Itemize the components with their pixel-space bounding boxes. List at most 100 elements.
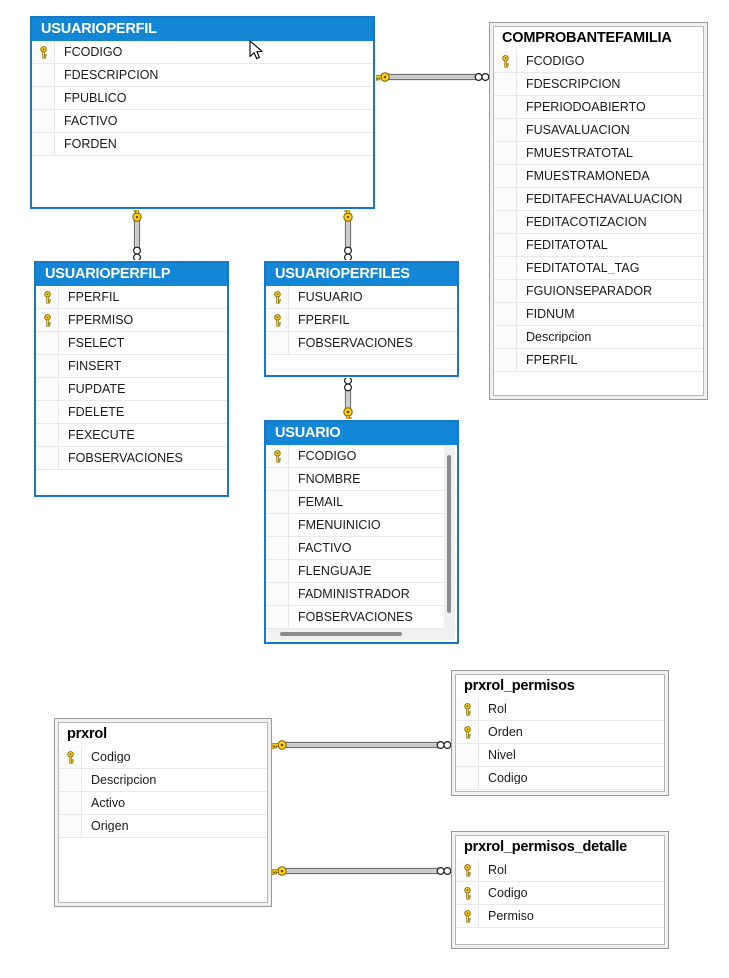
column-row[interactable]: FUSUARIO	[266, 286, 457, 309]
column-row[interactable]: FOBSERVACIONES	[266, 606, 457, 629]
key-cell	[494, 280, 517, 302]
key-cell	[266, 606, 289, 628]
table-header-usuario[interactable]: USUARIO	[266, 422, 457, 445]
column-row[interactable]: Rol	[456, 698, 664, 721]
column-row[interactable]: Nivel	[456, 744, 664, 767]
column-row[interactable]: Descripcion	[494, 326, 703, 349]
table-header-usuarioperfil[interactable]: USUARIOPERFIL	[32, 18, 373, 41]
column-row[interactable]: FMENUINICIO	[266, 514, 457, 537]
column-row[interactable]: FADMINISTRADOR	[266, 583, 457, 606]
column-row[interactable]: FEXECUTE	[36, 424, 227, 447]
key-cell	[494, 349, 517, 371]
column-row[interactable]: Origen	[59, 815, 267, 838]
column-name: FUPDATE	[68, 382, 126, 396]
key-cell	[494, 211, 517, 233]
column-row[interactable]: Permiso	[456, 905, 664, 928]
relationship-usuario-to-usuarioperfiles[interactable]	[326, 355, 370, 442]
key-cell	[59, 769, 82, 791]
key-cell	[266, 583, 289, 605]
table-header-prxrol_permisos_detalle[interactable]: prxrol_permisos_detalle	[456, 836, 664, 859]
primary-key-icon	[463, 886, 471, 900]
column-name: FLENGUAJE	[298, 564, 372, 578]
table-header-usuarioperfilp[interactable]: USUARIOPERFILP	[36, 263, 227, 286]
table-header-prxrol[interactable]: prxrol	[59, 723, 267, 746]
column-row[interactable]: FGUIONSEPARADOR	[494, 280, 703, 303]
primary-key-icon	[273, 449, 281, 463]
column-row[interactable]: FMUESTRAMONEDA	[494, 165, 703, 188]
vertical-scrollbar[interactable]	[444, 446, 455, 632]
key-cell	[456, 698, 479, 720]
column-row[interactable]: FEDITACOTIZACION	[494, 211, 703, 234]
column-row[interactable]: FEMAIL	[266, 491, 457, 514]
column-row[interactable]: FDESCRIPCION	[494, 73, 703, 96]
column-row[interactable]: Codigo	[59, 746, 267, 769]
relationship-prxrol-to-prxrol_permisos_detalle[interactable]	[252, 849, 473, 893]
column-row[interactable]: FSELECT	[36, 332, 227, 355]
column-row[interactable]: FEDITATOTAL_TAG	[494, 257, 703, 280]
horizontal-scrollbar[interactable]	[268, 629, 455, 640]
column-row[interactable]: FORDEN	[32, 133, 373, 156]
column-row[interactable]: FPERFIL	[494, 349, 703, 372]
column-row[interactable]: Orden	[456, 721, 664, 744]
key-cell	[36, 424, 59, 446]
column-row[interactable]: FPERFIL	[36, 286, 227, 309]
column-row[interactable]: FDESCRIPCION	[32, 64, 373, 87]
column-row[interactable]: FOBSERVACIONES	[266, 332, 457, 355]
column-row[interactable]: Activo	[59, 792, 267, 815]
column-row[interactable]: FCODIGO	[32, 41, 373, 64]
column-row[interactable]: FPERIODOABIERTO	[494, 96, 703, 119]
column-row[interactable]: FUPDATE	[36, 378, 227, 401]
column-row[interactable]: FACTIVO	[32, 110, 373, 133]
column-row[interactable]: Rol	[456, 859, 664, 882]
table-header-prxrol_permisos[interactable]: prxrol_permisos	[456, 675, 664, 698]
column-name: FPERFIL	[298, 313, 350, 327]
key-cell	[494, 234, 517, 256]
column-row[interactable]: FIDNUM	[494, 303, 703, 326]
relationship-usuarioperfil-to-usuarioperfiles[interactable]	[326, 187, 370, 283]
vertical-scrollbar-thumb[interactable]	[447, 455, 451, 613]
horizontal-scrollbar-thumb[interactable]	[280, 632, 402, 636]
table-header-comprobantefamilia[interactable]: COMPROBANTEFAMILIA	[494, 27, 703, 50]
column-row[interactable]: FLENGUAJE	[266, 560, 457, 583]
relationship-usuarioperfil-to-comprobantefamilia[interactable]	[355, 55, 511, 99]
relationship-prxrol-to-prxrol_permisos[interactable]	[252, 723, 473, 767]
key-cell	[32, 64, 55, 86]
column-row[interactable]: FUSAVALUACION	[494, 119, 703, 142]
column-name: FGUIONSEPARADOR	[526, 284, 653, 298]
column-row[interactable]: FEDITATOTAL	[494, 234, 703, 257]
column-row[interactable]: FEDITAFECHAVALUACION	[494, 188, 703, 211]
column-row[interactable]: FMUESTRATOTAL	[494, 142, 703, 165]
key-cell	[494, 188, 517, 210]
column-name: FCODIGO	[526, 54, 585, 68]
column-row[interactable]: Codigo	[456, 767, 664, 790]
column-row[interactable]: Codigo	[456, 882, 664, 905]
column-row[interactable]: FOBSERVACIONES	[36, 447, 227, 470]
column-row[interactable]: FPERFIL	[266, 309, 457, 332]
column-row[interactable]: FCODIGO	[266, 445, 457, 468]
column-row[interactable]: FDELETE	[36, 401, 227, 424]
table-header-usuarioperfiles[interactable]: USUARIOPERFILES	[266, 263, 457, 286]
key-cell	[36, 355, 59, 377]
column-row[interactable]: FPERMISO	[36, 309, 227, 332]
column-row[interactable]: Descripcion	[59, 769, 267, 792]
column-row[interactable]: FCODIGO	[494, 50, 703, 73]
column-name: FDESCRIPCION	[64, 68, 159, 82]
column-row[interactable]: FPUBLICO	[32, 87, 373, 110]
column-row[interactable]: FNOMBRE	[266, 468, 457, 491]
column-row[interactable]: FACTIVO	[266, 537, 457, 560]
column-row[interactable]: FINSERT	[36, 355, 227, 378]
relationship-many-endpoint	[343, 376, 353, 392]
